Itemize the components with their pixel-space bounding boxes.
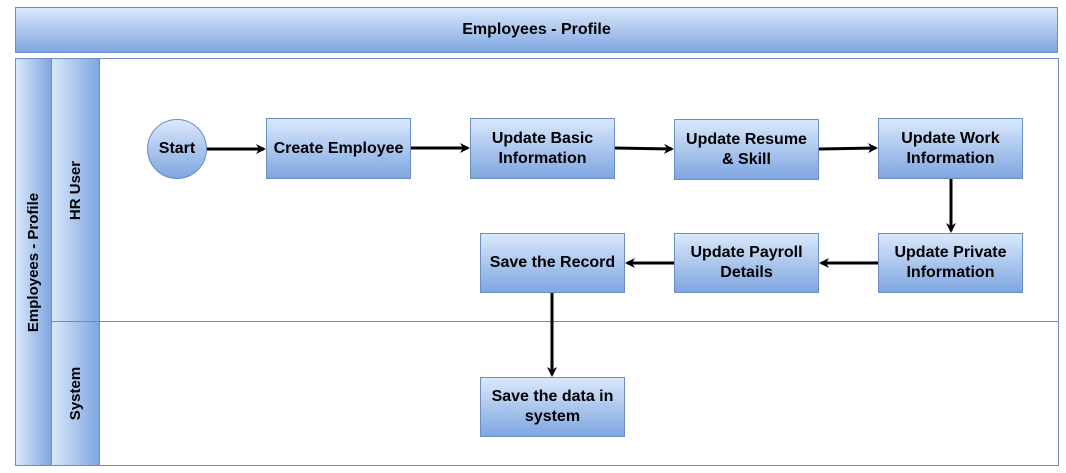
update-resume-skill-step[interactable]: Update Resume & Skill: [674, 119, 819, 180]
arrow-basic-to-resume: [614, 143, 674, 154]
save-the-record-step[interactable]: Save the Record: [480, 233, 625, 293]
update-private-information-label: Update Private Information: [894, 244, 1007, 281]
update-payroll-details-step[interactable]: Update Payroll Details: [674, 233, 819, 293]
create-employee-label: Create Employee: [273, 139, 404, 157]
create-employee-step[interactable]: Create Employee: [266, 118, 411, 179]
update-work-information-step[interactable]: Update Work Information: [878, 118, 1023, 179]
update-payroll-details-label: Update Payroll Details: [690, 244, 803, 281]
update-private-information-step[interactable]: Update Private Information: [878, 233, 1023, 293]
update-resume-skill-label: Update Resume & Skill: [686, 130, 807, 168]
start-node[interactable]: Start: [147, 119, 207, 179]
lane-label-hr-user: HR User: [51, 58, 100, 322]
lane-label-system: System: [51, 321, 100, 466]
pool-label: Employees - Profile: [15, 58, 52, 466]
start-node-label: Start: [158, 140, 196, 157]
diagram-title: Employees - Profile: [15, 7, 1058, 53]
arrow-resume-to-work: [818, 143, 878, 154]
save-the-record-label: Save the Record: [489, 254, 616, 271]
save-data-in-system-label: Save the data in system: [491, 388, 614, 425]
update-basic-information-step[interactable]: Update Basic Information: [470, 118, 615, 179]
update-basic-information-label: Update Basic Information: [491, 129, 594, 167]
diagram-title-text: Employees - Profile: [462, 21, 611, 38]
update-work-information-label: Update Work Information: [901, 129, 1000, 167]
save-data-in-system-step[interactable]: Save the data in system: [480, 377, 625, 437]
lane-divider: [100, 321, 1059, 322]
